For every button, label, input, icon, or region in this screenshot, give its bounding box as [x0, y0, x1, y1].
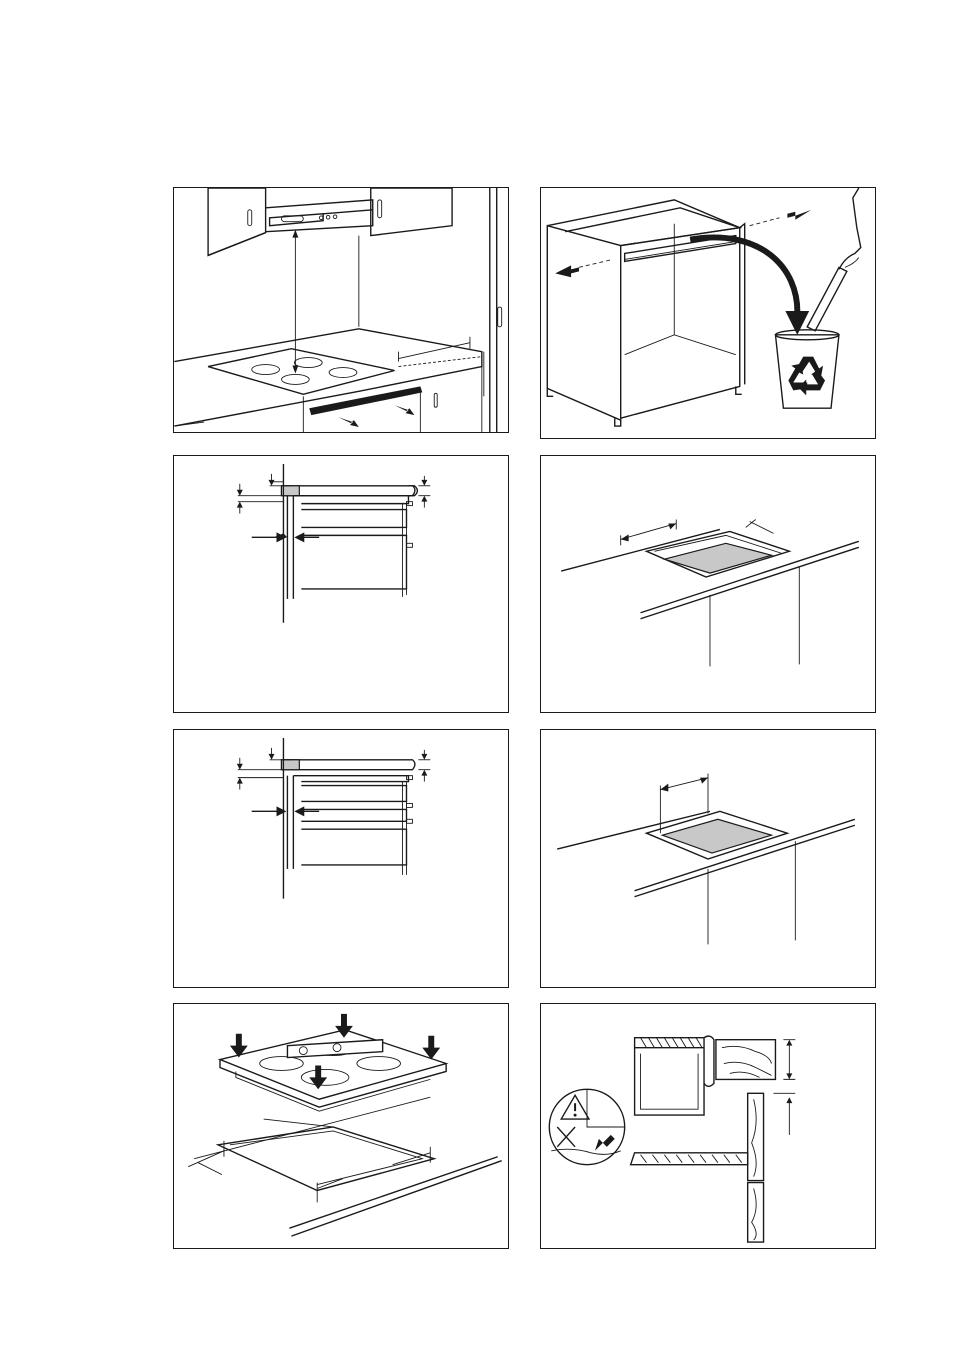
- worktop-cutout: [541, 456, 875, 712]
- kitchen-hood-clearance-illustration: [174, 188, 508, 432]
- section-diagram: [174, 730, 508, 987]
- fig-side-section-oven: [173, 455, 509, 713]
- fig-press-hob-into-seal: [173, 1003, 509, 1249]
- worktop-cutout: [541, 730, 875, 987]
- fig-cutout-depth: [540, 729, 876, 988]
- fig-warning-wood-protection: [540, 1003, 876, 1249]
- recycle-icon: [788, 357, 825, 396]
- fig-side-section-drawers: [173, 729, 509, 988]
- fig-cabinet-remove-panel: [540, 187, 876, 439]
- fig-hood-clearance: [173, 187, 509, 433]
- hob-installation: [174, 1004, 508, 1248]
- section-diagram: [174, 456, 508, 712]
- fig-cutout-worktop: [540, 455, 876, 713]
- recycle-bin-icon: [541, 188, 875, 438]
- warning-triangle-icon: [541, 1004, 875, 1248]
